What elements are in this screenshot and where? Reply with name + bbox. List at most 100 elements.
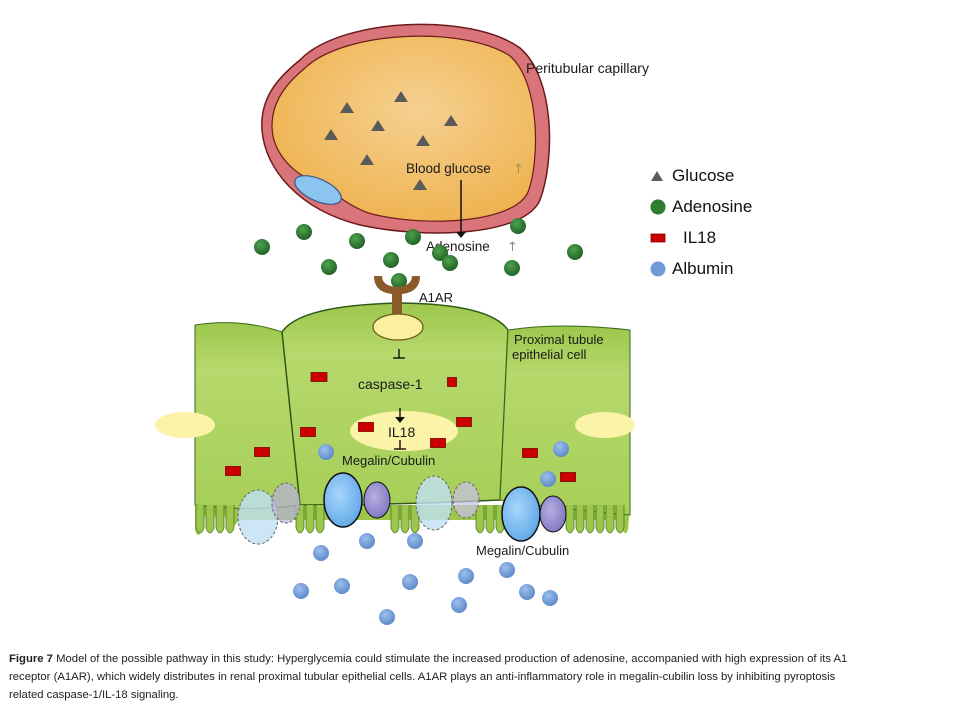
capillary-label: Peritubular capillary	[526, 60, 649, 76]
albumin-circle-icon	[540, 471, 556, 487]
microvillus	[305, 505, 315, 534]
albumin-circle-icon	[359, 533, 375, 549]
arrowhead-icon	[456, 232, 466, 238]
caption-text-1: Model of the possible pathway in this st…	[52, 653, 848, 665]
adenosine-up-arrow: ↑	[507, 240, 518, 255]
microvillus	[605, 505, 615, 534]
albumin-circle-icon	[519, 584, 535, 600]
microvillus	[400, 505, 410, 534]
albumin-circle-icon	[402, 574, 418, 590]
albumin-molecules	[293, 441, 569, 625]
microvillus	[565, 505, 575, 534]
microvillus	[215, 505, 225, 534]
albumin-circle-icon	[542, 590, 558, 606]
caption-line-2: receptor (A1AR), which widely distribute…	[9, 671, 836, 683]
microvillus	[575, 505, 585, 534]
microvillus	[390, 505, 400, 534]
albumin-circle-icon	[313, 545, 329, 561]
adenosine-circle-icon	[383, 252, 399, 268]
glucose-triangle-icon	[340, 102, 354, 113]
adenosine-circle-icon	[650, 199, 666, 214]
albumin-circle-icon	[650, 261, 666, 276]
glucose-triangle-icon	[371, 120, 385, 131]
caption-line-1: Figure 7 Model of the possible pathway i…	[9, 650, 949, 668]
adenosine-circle-icon	[391, 273, 407, 289]
il18-rect-icon	[358, 422, 374, 432]
cubulin-faded	[452, 481, 480, 519]
microvillus	[585, 505, 595, 534]
megalin-cubulin-receptors	[237, 472, 567, 545]
microvillus	[195, 505, 205, 534]
microvillus	[475, 505, 485, 534]
legend-item-il18: IL18	[650, 222, 752, 253]
blood-glucose-up-arrow: ↑	[513, 162, 524, 177]
figure-caption: Figure 7 Model of the possible pathway i…	[9, 650, 949, 704]
glucose-triangle-icon	[394, 91, 408, 102]
adenosine-circle-icon	[567, 244, 583, 260]
adenosine-circle-icon	[296, 224, 312, 240]
arrowhead-icon	[395, 417, 405, 423]
legend-item-albumin: Albumin	[650, 253, 752, 284]
microvillus	[225, 505, 235, 534]
adenosine-circle-icon	[432, 245, 448, 261]
figure-number: Figure 7	[9, 653, 53, 665]
il18-rect-icon	[447, 377, 457, 387]
megalin-cubulin-inner-label: Megalin/Cubulin	[342, 453, 435, 468]
adenosine-circle-icon	[405, 229, 421, 245]
capillary-nucleus	[294, 175, 342, 205]
il18-rect-icon	[310, 372, 328, 382]
albumin-circle-icon	[318, 444, 334, 460]
left-cell-nucleus	[155, 412, 215, 438]
il18-label: IL18	[388, 424, 415, 440]
microvilli	[195, 505, 625, 534]
capillary-lumen	[271, 35, 537, 222]
cell-label-line1: Proximal tubule	[514, 332, 604, 347]
il18-rect-icon	[456, 417, 472, 427]
cell-label-line2: epithelial cell	[512, 347, 587, 362]
pathway-diagram: Peritubular capillary Blood glucose ↑ Ad…	[155, 23, 649, 625]
a1ar-label: A1AR	[419, 290, 453, 305]
cubulin-faded	[271, 482, 301, 524]
megalin	[501, 486, 541, 542]
legend-item-glucose: Glucose	[650, 160, 752, 191]
albumin-circle-icon	[451, 597, 467, 613]
microvillus	[205, 505, 215, 534]
il18-rect-icon	[225, 466, 241, 476]
albumin-circle-icon	[334, 578, 350, 594]
il18-rect-icon	[560, 472, 576, 482]
adenosine-circle-icon	[349, 233, 365, 249]
right-cell-nucleus	[575, 412, 635, 438]
glucose-triangle-icon	[416, 135, 430, 146]
legend-item-adenosine: Adenosine	[650, 191, 752, 222]
adenosine-circle-icon	[254, 239, 270, 255]
blood-glucose-label: Blood glucose	[406, 161, 491, 176]
megalin	[323, 472, 363, 528]
legend-label: Adenosine	[672, 197, 753, 216]
megalin-faded	[415, 475, 453, 531]
cubulin	[363, 481, 391, 519]
megalin-cubulin-outer-label: Megalin/Cubulin	[476, 543, 569, 558]
albumin-circle-icon	[293, 583, 309, 599]
albumin-circle-icon	[379, 609, 395, 625]
peritubular-capillary	[261, 23, 551, 234]
microvillus	[615, 505, 625, 534]
microvillus	[595, 505, 605, 534]
microvillus	[315, 505, 325, 534]
albumin-circle-icon	[553, 441, 569, 457]
il18-rect-icon	[522, 448, 538, 458]
glucose-triangle-icon	[413, 179, 427, 190]
il18-rect-icon	[430, 438, 446, 448]
albumin-circle-icon	[458, 568, 474, 584]
caspase-label: caspase-1	[358, 376, 423, 392]
microvillus	[485, 505, 495, 534]
albumin-circle-icon	[499, 562, 515, 578]
legend-label: Albumin	[672, 259, 734, 278]
adenosine-circle-icon	[510, 218, 526, 234]
caption-line-3: related caspase-1/IL-18 signaling.	[9, 689, 179, 701]
legend-label: Glucose	[672, 166, 735, 185]
glucose-triangle-icon	[651, 170, 663, 181]
adenosine-circle-icon	[504, 260, 520, 276]
glucose-molecules	[324, 91, 458, 190]
a1ar-receptor	[372, 276, 424, 341]
legend: Glucose Adenosine IL18 Albumin	[650, 160, 752, 284]
